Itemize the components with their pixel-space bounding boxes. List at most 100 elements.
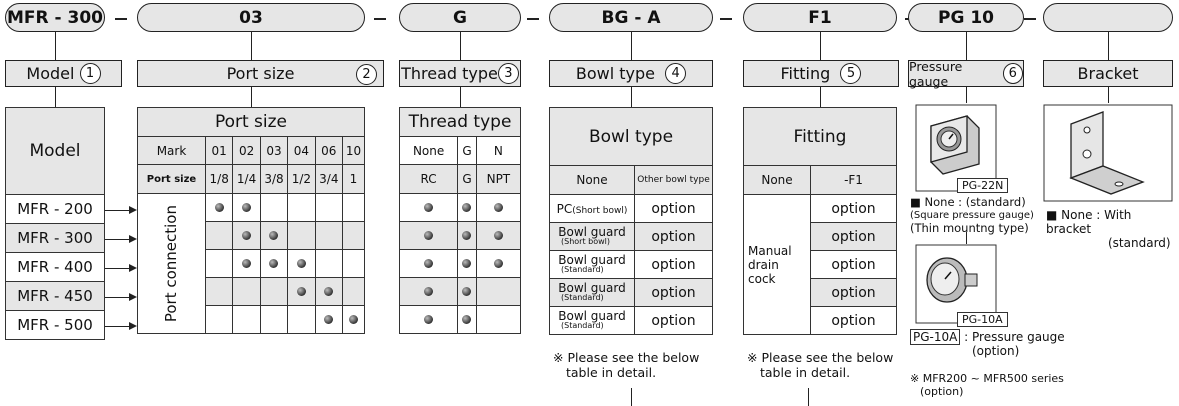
size-cell: 3/8 (259, 164, 289, 194)
availability-dot (462, 314, 472, 324)
header-pressure-gauge: Pressure gauge 6 (908, 59, 1024, 89)
mark-cell: 04 (287, 136, 316, 165)
code-pill-model: MFR - 300 (5, 3, 105, 32)
code-pill-gauge: PG 10 (908, 3, 1024, 32)
connector-line (820, 32, 822, 60)
separator-dash (374, 18, 386, 20)
availability-dot (424, 258, 434, 268)
step-number-badge: 1 (79, 63, 101, 84)
connector-line (460, 32, 462, 60)
bracket-icon (1043, 104, 1173, 202)
fitting-table: Fitting None -F1 Manual drain cock optio… (743, 107, 897, 335)
connector-line (251, 32, 253, 60)
pg10a-tag: PG-10A (957, 312, 1008, 327)
connector-line (1108, 32, 1110, 60)
bowl-row-value: option (634, 306, 713, 335)
bracket-image (1043, 104, 1173, 202)
model-row: MFR - 500 (5, 310, 105, 340)
thread-sub: G (457, 164, 477, 194)
availability-dot (242, 230, 252, 240)
thread-sub: NPT (475, 164, 522, 194)
fitting-value: option (810, 194, 897, 223)
pg10a-label: PG-10A (910, 329, 961, 345)
thread-type-table: Thread type None G N RC G NPT (398, 107, 522, 334)
pg10a-desc: PG-10A : Pressure gauge (option) (910, 329, 1065, 358)
model-row: MFR - 450 (5, 281, 105, 311)
header-port-size: Port size 2 (137, 60, 384, 87)
code-pill-bowl: BG - A (549, 3, 713, 32)
bowl-row-value: option (634, 250, 713, 279)
header-thread-label: Thread type (401, 64, 498, 83)
availability-dot (493, 202, 503, 212)
connector-line (820, 87, 822, 107)
model-row: MFR - 400 (5, 252, 105, 282)
bowl-row-value: option (634, 278, 713, 307)
bowl-col-other: Other bowl type (634, 165, 713, 195)
availability-dot (462, 202, 472, 212)
availability-dot (349, 314, 358, 324)
fitting-table-title: Fitting (743, 107, 897, 166)
pg10a-image (915, 244, 997, 324)
row-arrow (105, 262, 137, 274)
detail-note-fitting: ※ Please see the below table in detail. (747, 350, 894, 380)
fitting-col-none: None (743, 165, 811, 195)
size-cell: 1/8 (204, 164, 234, 194)
series-note: ※ MFR200 ~ MFR500 series (option) (910, 372, 1064, 398)
bowl-row-name: PC(Short bowl) (549, 194, 635, 223)
thread-table-title: Thread type (399, 107, 521, 137)
connector-line (251, 87, 253, 107)
size-cell: 1 (342, 164, 365, 194)
thread-col: None (398, 136, 459, 165)
size-cell: 1/4 (232, 164, 261, 194)
availability-dot (324, 314, 334, 324)
availability-dot (242, 258, 252, 268)
pg22n-image (915, 104, 997, 192)
row-arrow (105, 233, 137, 245)
bowl-table-title: Bowl type (549, 107, 713, 166)
step-number-badge: 4 (665, 63, 687, 84)
availability-dot (424, 314, 434, 324)
availability-dot (462, 286, 472, 296)
square-gauge-icon (915, 104, 997, 192)
header-fitting-label: Fitting (780, 64, 831, 83)
separator-dash (1024, 18, 1036, 20)
availability-dot (493, 258, 503, 268)
header-bowl-type: Bowl type 4 (549, 60, 713, 87)
availability-dot (462, 230, 472, 240)
availability-dot (214, 202, 224, 212)
availability-dot (269, 258, 279, 268)
mark-cell: 10 (342, 136, 365, 165)
fitting-value: option (810, 250, 897, 279)
availability-dot (493, 230, 503, 240)
bowl-row-value: option (634, 222, 713, 251)
row-arrow (105, 204, 137, 216)
mark-label: Mark (137, 136, 206, 165)
port-table-title: Port size (137, 107, 365, 137)
connector-line (631, 388, 633, 406)
bowl-row-name: Bowl guard(Standard) (549, 306, 635, 335)
connector-line (1108, 87, 1110, 103)
availability-dot (324, 286, 334, 296)
bowl-row-name: Bowl guard(Standard) (549, 250, 635, 279)
mark-cell: 03 (259, 136, 289, 165)
mark-cell: 01 (204, 136, 234, 165)
availability-dot (296, 286, 306, 296)
connector-line (631, 87, 633, 107)
connector-line (460, 87, 462, 107)
availability-dot (242, 202, 252, 212)
connector-line (966, 232, 968, 244)
fitting-value: option (810, 222, 897, 251)
bowl-col-none: None (549, 165, 635, 195)
bowl-row-value: option (634, 194, 713, 223)
step-number-badge: 5 (840, 63, 862, 84)
connector-line (631, 32, 633, 60)
mark-cell: 06 (314, 136, 344, 165)
code-pill-fitting: F1 (743, 3, 897, 32)
header-model-label: Model (26, 64, 75, 83)
port-connection-label: Port connection (162, 204, 181, 323)
thread-col: N (475, 136, 522, 165)
fitting-value: option (810, 278, 897, 307)
gauge-none-desc: ■ None : (standard) (Square pressure gau… (910, 195, 1034, 235)
connector-line (808, 388, 810, 406)
connector-line (55, 87, 57, 107)
